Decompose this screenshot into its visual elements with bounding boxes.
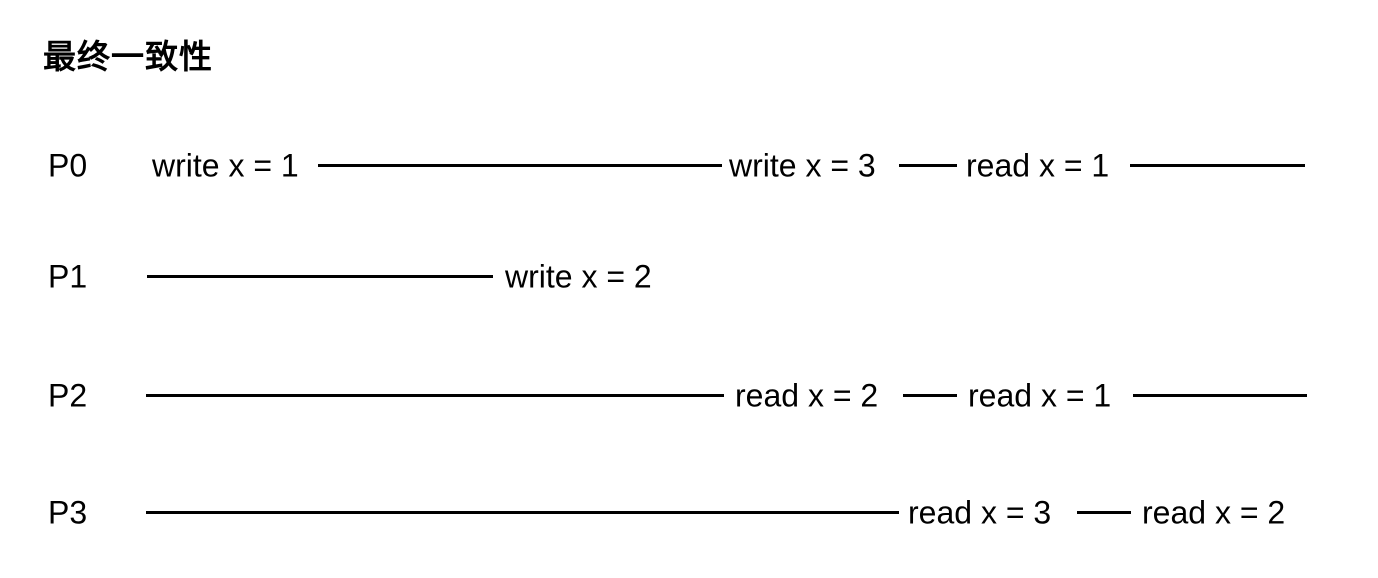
timeline-segment (1077, 511, 1131, 514)
event-label: read x = 3 (908, 494, 1052, 531)
timeline-segment (1130, 164, 1305, 167)
diagram-title: 最终一致性 (43, 38, 213, 75)
timeline-segment (903, 394, 957, 397)
process-label: P3 (48, 494, 88, 531)
timeline-segment (147, 275, 493, 278)
process-row: P2 read x = 2 read x = 1 (0, 374, 1378, 418)
event-label: read x = 2 (735, 377, 879, 414)
event-label: write x = 2 (505, 258, 652, 295)
process-row: P3 read x = 3 read x = 2 (0, 491, 1378, 535)
timeline-segment (146, 511, 899, 514)
process-label: P1 (48, 258, 88, 295)
timeline-segment (318, 164, 722, 167)
event-label: write x = 1 (152, 147, 299, 184)
timeline-segment (146, 394, 724, 397)
process-label: P0 (48, 147, 88, 184)
event-label: write x = 3 (729, 147, 876, 184)
process-row: P0 write x = 1 write x = 3 read x = 1 (0, 144, 1378, 188)
event-label: read x = 2 (1142, 494, 1286, 531)
process-label: P2 (48, 377, 88, 414)
timeline-segment (899, 164, 957, 167)
timeline-segment (1133, 394, 1307, 397)
event-label: read x = 1 (968, 377, 1112, 414)
event-label: read x = 1 (966, 147, 1110, 184)
process-row: P1 write x = 2 (0, 255, 1378, 299)
